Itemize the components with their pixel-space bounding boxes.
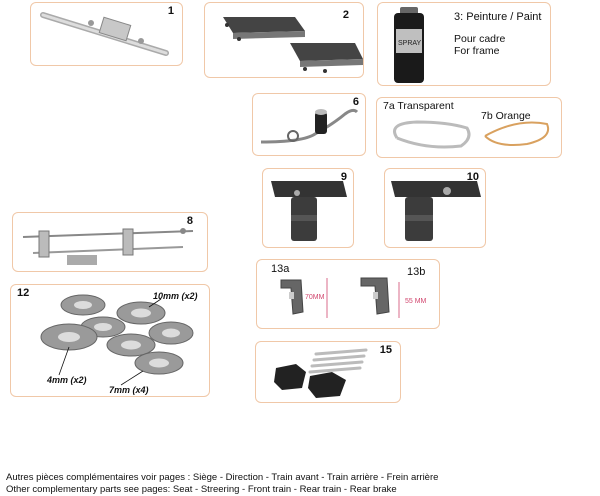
- part-6-panel: 6: [252, 93, 366, 156]
- part-10-image: [391, 181, 481, 241]
- part-13-image: [280, 277, 400, 318]
- part-6-image: [260, 108, 359, 144]
- part-15-number: 15: [379, 344, 392, 356]
- part-12-panel: 12 10mm (x2) 4mm (x2) 7mm (x4): [10, 284, 210, 397]
- part-3-text-fr: Pour cadre: [454, 33, 506, 45]
- part-15-panel: 15: [255, 341, 401, 403]
- spray-can-image: SPRAY: [394, 7, 424, 83]
- part-7-image: [393, 120, 549, 149]
- measure-13a: 70MM: [305, 294, 325, 301]
- part-9-image: [271, 181, 347, 241]
- part-13a-label: 13a: [271, 263, 290, 275]
- part-8-panel: 8: [12, 212, 208, 272]
- part-2-panel: 2: [204, 2, 364, 78]
- part-13b-label: 13b: [407, 266, 426, 278]
- part-2-number: 2: [342, 9, 349, 21]
- measure-13b: 55 MM: [405, 298, 427, 305]
- part-1-image: [40, 12, 169, 56]
- part-1-panel: 1: [30, 2, 183, 66]
- part-15-image: [274, 348, 368, 398]
- spacer-4mm-label: 4mm (x2): [47, 375, 87, 385]
- part-8-number: 8: [186, 215, 193, 227]
- part-7-panel: 7a Transparent 7b Orange: [376, 97, 562, 158]
- spacers-image: [40, 294, 194, 386]
- part-7b-label: 7b Orange: [481, 110, 531, 122]
- part-1-number: 1: [167, 5, 174, 17]
- spacer-7mm-label: 7mm (x4): [109, 385, 149, 395]
- part-9-number: 9: [340, 171, 347, 183]
- svg-text:SPRAY: SPRAY: [398, 40, 422, 47]
- part-10-panel: 10: [384, 168, 486, 248]
- part-7a-label: 7a Transparent: [383, 100, 454, 112]
- part-10-number: 10: [466, 171, 479, 183]
- part-13-panel: 13a 13b 70MM 55 MM: [256, 259, 440, 329]
- part-12-number: 12: [17, 287, 30, 299]
- part-3-title: 3: Peinture / Paint: [454, 11, 542, 23]
- footer-text-fr: Autres pièces complémentaires voir pages…: [6, 472, 439, 483]
- part-2-image: [223, 17, 363, 73]
- part-6-number: 6: [352, 96, 359, 108]
- part-8-image: [22, 228, 194, 265]
- part-3-text-en: For frame: [454, 45, 500, 57]
- part-3-panel: SPRAY 3: Peinture / Paint Pour cadre For…: [377, 2, 551, 86]
- spacer-10mm-label: 10mm (x2): [153, 291, 198, 301]
- part-9-panel: 9: [262, 168, 354, 248]
- footer-text-en: Other complementary parts see pages: Sea…: [6, 484, 397, 495]
